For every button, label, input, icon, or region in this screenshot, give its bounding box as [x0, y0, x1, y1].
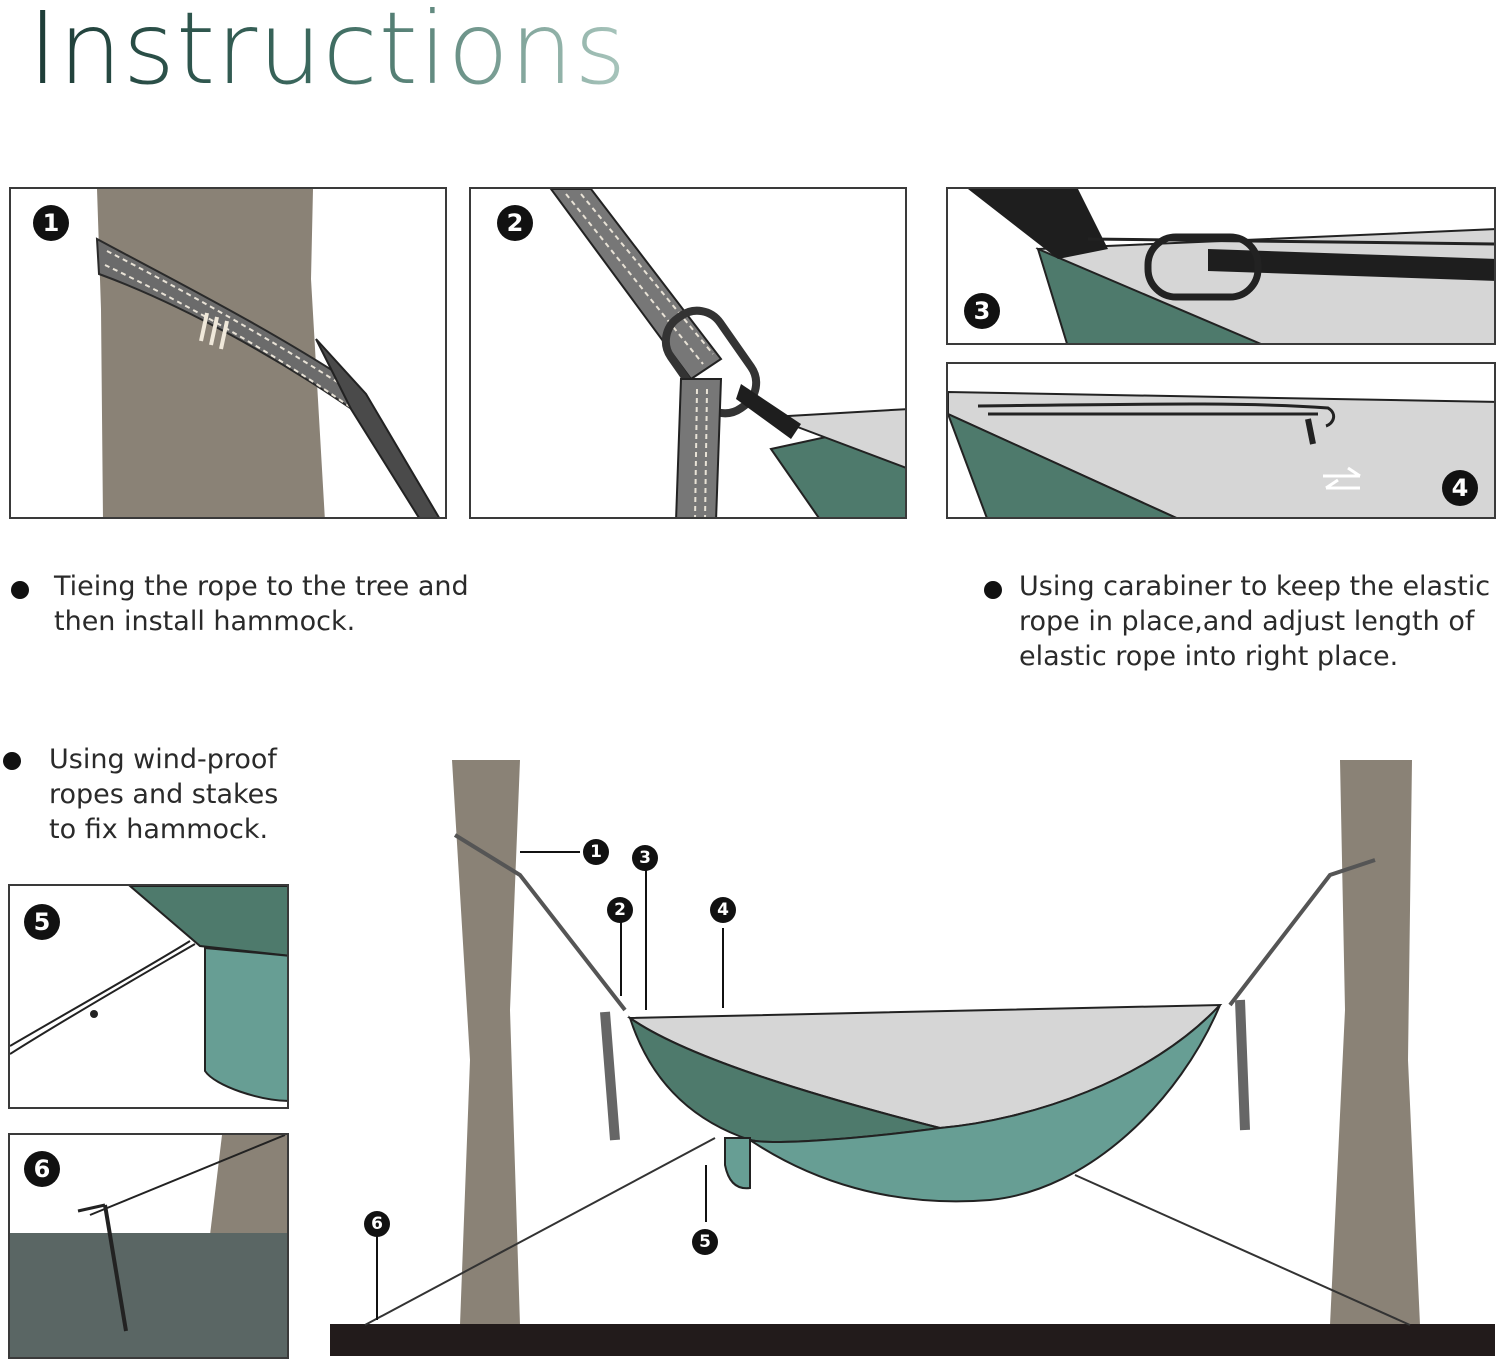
page-title: Instructions [28, 0, 627, 104]
diagram-label-4: 4 [710, 897, 736, 923]
bullet-icon [984, 581, 1002, 599]
bullet-icon [3, 752, 21, 770]
step-5-panel: 5 [8, 884, 289, 1109]
diagram-label-3: 3 [632, 845, 658, 871]
step-4-badge: 4 [1442, 470, 1478, 506]
step-4-panel: 4 [946, 362, 1496, 519]
tree-strap-illustration [95, 189, 440, 517]
step-5-badge: 5 [24, 904, 60, 940]
step-2-panel: 2 [469, 187, 907, 519]
step-1-badge: 1 [33, 205, 69, 241]
diagram-label-2: 2 [607, 897, 633, 923]
elastic-rope-carabiner-illustration [968, 189, 1494, 343]
diagram-label-1: 1 [583, 839, 609, 865]
note-carabiner: Using carabiner to keep the elastic rope… [1019, 571, 1491, 672]
step-6-badge: 6 [24, 1151, 60, 1187]
step-2-badge: 2 [497, 205, 533, 241]
step-3-badge: 3 [964, 293, 1000, 329]
bullet-icon [11, 581, 29, 599]
carabiner-strap-illustration [549, 189, 905, 517]
wind-rope-illustration [10, 886, 287, 1102]
elastic-rope-adjust-illustration [948, 390, 1494, 517]
step-6-panel: 6 [8, 1133, 289, 1359]
stake-illustration [10, 1135, 287, 1357]
note-tie-rope: Tieing the rope to the tree and then ins… [54, 571, 469, 637]
note-wind-proof: Using wind-proof ropes and stakes to fix… [49, 744, 279, 845]
diagram-label-5: 5 [692, 1229, 718, 1255]
diagram-label-6: 6 [364, 1211, 390, 1237]
hammock-setup-illustration [330, 760, 1495, 1356]
step-1-panel: 1 [9, 187, 447, 519]
step-3-panel: 3 [946, 187, 1496, 345]
